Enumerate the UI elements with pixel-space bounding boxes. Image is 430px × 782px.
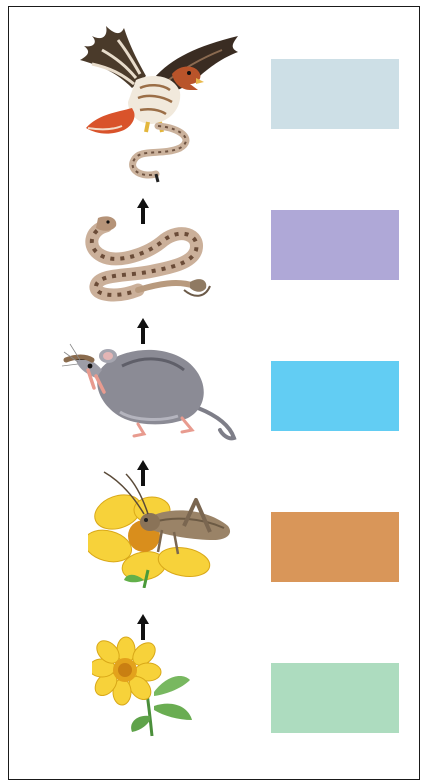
- label-box-snake: [271, 210, 399, 280]
- label-box-mouse: [271, 361, 399, 431]
- arrow-up-icon: [136, 198, 150, 224]
- label-box-grasshopper: [271, 512, 399, 582]
- label-box-hawk: [271, 59, 399, 129]
- grasshopper-icon: [88, 470, 238, 588]
- mouse-icon: [62, 326, 244, 444]
- label-box-flower: [271, 663, 399, 733]
- arrow-up-icon: [136, 460, 150, 486]
- arrow-up-icon: [136, 318, 150, 344]
- flower-icon: [92, 636, 198, 738]
- hawk-icon: [62, 18, 248, 190]
- arrow-up-icon: [136, 614, 150, 640]
